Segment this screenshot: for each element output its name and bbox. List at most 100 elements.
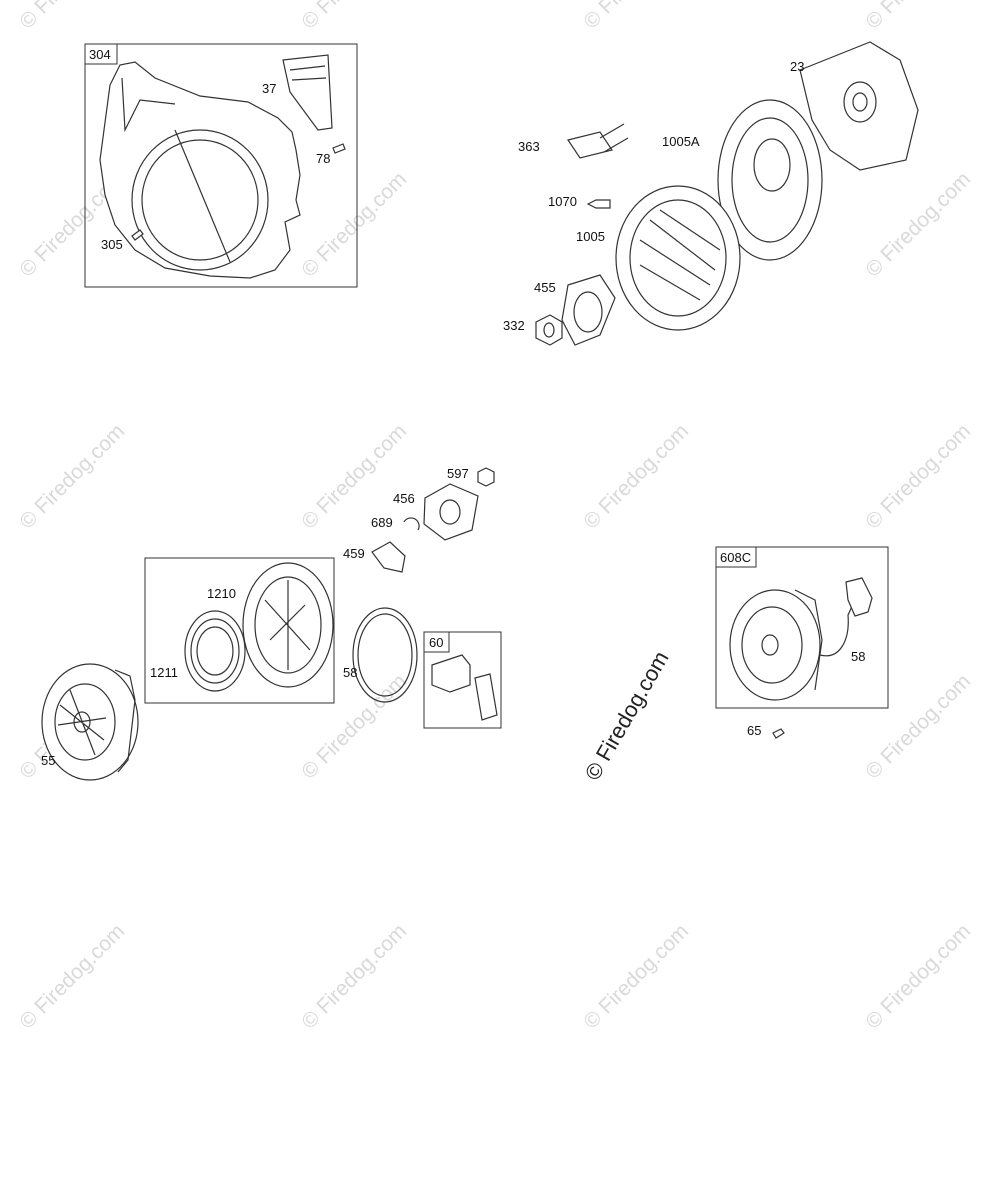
handle-60 [431,654,471,693]
callout-55: 55 [41,753,55,768]
callout-305: 305 [101,237,123,252]
callout-456: 456 [393,491,415,506]
callout-60: 60 [429,635,443,650]
flywheel-23 [799,41,919,171]
callout-1005: 1005 [576,229,605,244]
shield-37-ribs [289,65,327,81]
flywheel-bore [852,92,868,112]
callout-37: 37 [262,81,276,96]
watermark: © Firedog.com [579,420,693,534]
fan-1005-ring [629,199,727,317]
housing-edge [121,77,176,133]
screw-65 [772,728,785,739]
watermark: © Firedog.com [861,420,975,534]
group-tab-608C [715,546,757,568]
callout-58: 58 [851,649,865,664]
screw-78 [332,143,346,154]
housing-rib [174,129,231,263]
group-tab-304 [84,43,118,65]
housing-55-edge [114,669,136,773]
fan-1005A-hub [753,138,791,192]
blower-housing-shape [99,61,301,279]
screw-305 [131,229,144,241]
magnet-363-bolt [599,123,625,139]
starter-608C-hub [761,634,779,656]
magnet-363 [567,131,613,159]
watermark: © Firedog.com [579,920,693,1034]
callout-332: 332 [503,318,525,333]
callout-363: 363 [518,139,540,154]
fan-1005 [615,185,741,331]
group-starter: 597 456 689 459 1210 1211 58 60 [41,466,502,781]
spring-1211-coil [196,626,234,676]
spring-689 [403,517,420,531]
callout-597: 597 [447,466,469,481]
fan-1005A-ring [731,117,809,243]
callout-459: 459 [343,546,365,561]
callout-58: 58 [343,665,357,680]
group-box-608C [715,546,889,709]
group-608c-starter-assembly: 608C 58 65 [715,546,889,739]
starter-608C-handle [845,577,873,617]
watermark: © Firedog.com [15,420,129,534]
watermark: © Firedog.com [861,920,975,1034]
starter-608C-rope [819,599,856,657]
group-box-60 [423,631,502,729]
watermark: © Firedog.com [861,0,975,34]
shield-37 [282,54,333,131]
rope-58-inner [357,613,413,697]
callout-608C: 608C [720,550,751,565]
handle-insert-60 [474,673,498,721]
nut-332 [535,314,563,346]
screw-1070 [586,199,611,209]
group-box-304 [84,43,358,288]
housing-55-vents [54,683,116,761]
watermark: © Firedog.com [861,168,975,282]
rope-58 [352,607,418,703]
watermark: © Firedog.com [297,670,411,784]
watermark: © Firedog.com [861,670,975,784]
group-box-pulley [144,557,335,704]
callout-455: 455 [534,280,556,295]
watermark-main: © Firedog.com [580,647,674,785]
housing-55-louvers [57,689,107,756]
housing-opening [131,129,269,271]
fan-1005-blades [639,209,721,301]
callout-304: 304 [89,47,111,62]
callout-65: 65 [747,723,761,738]
pulley-1210-spokes [264,580,311,670]
pulley-1210-ring [254,576,322,674]
group-flywheel: 23 1005A 363 1070 1005 455 332 [503,41,919,346]
magnet-363-bolt [603,137,629,153]
group-tab-60 [423,631,450,653]
watermark: © Firedog.com [297,420,411,534]
nut-332-bore [543,322,555,338]
cup-455-inner [573,291,603,333]
starter-608C-vents [741,606,803,684]
callout-78: 78 [316,151,330,166]
group-304-blower-housing: 304 37 78 305 [84,43,358,288]
flywheel-hub [843,81,877,123]
retainer-456 [423,483,479,541]
spring-1211-coil [190,618,240,684]
cup-455 [561,274,616,346]
spring-1211 [184,610,246,692]
watermark: © Firedog.com [15,920,129,1034]
callout-1005A: 1005A [662,134,700,149]
watermark: © Firedog.com [297,0,411,34]
housing-opening-inner [141,139,259,261]
watermark: © Firedog.com [297,920,411,1034]
watermark: © Firedog.com [579,0,693,34]
watermark: © Firedog.com [297,168,411,282]
callout-689: 689 [371,515,393,530]
watermark: © Firedog.com [15,0,129,34]
callout-1070: 1070 [548,194,577,209]
retainer-456-center [439,499,461,525]
callout-1211: 1211 [150,665,178,680]
dog-459 [371,541,406,573]
starter-608C-edge [794,589,823,691]
callout-1210: 1210 [207,586,236,601]
screw-597 [477,467,495,487]
callout-23: 23 [790,59,804,74]
